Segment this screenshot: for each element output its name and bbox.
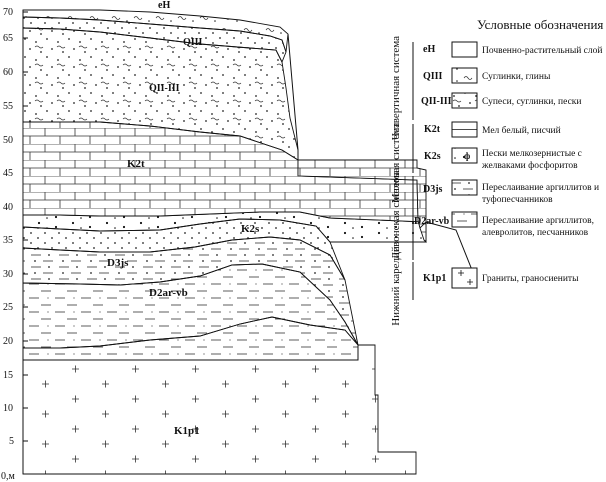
layer-label-eh: eH xyxy=(158,0,170,11)
legend-swatch-k2s xyxy=(451,147,478,164)
legend-swatch-eh xyxy=(451,41,478,58)
legend-text-d3js-line2: туфопесчанников xyxy=(482,194,553,205)
legend-group-lower-karelian: Нижний карелий xyxy=(390,246,402,326)
legend-swatch-d3js xyxy=(451,179,478,196)
k2t-right-block xyxy=(297,159,427,229)
legend-text-d2ar-vb-line2: алевролитов, песчанников xyxy=(482,228,589,238)
layer-k1p1 xyxy=(22,344,417,475)
legend-text-k2s-line2: желваками фосфоритов xyxy=(481,160,578,171)
layer-label-d3js: D3js xyxy=(107,257,129,269)
legend-swatch-qiii xyxy=(451,67,478,84)
legend-code-qiii: QIII xyxy=(423,71,443,82)
tick-label: 30 xyxy=(3,269,13,280)
legend-swatch-d2ar-vb xyxy=(451,211,478,228)
layer-label-k2t: K2t xyxy=(127,158,145,170)
tick-label: 45 xyxy=(3,168,13,179)
legend-code-k1p1: K1p1 xyxy=(423,273,446,284)
legend: Условные обозначения Четвертичная систем… xyxy=(390,17,603,326)
legend-text-k2s-line1: Пески мелкозернистые с xyxy=(482,149,582,159)
section-layers: eH QIII QII-III K2t K2s D3js D2ar-vb K1p… xyxy=(22,0,473,475)
tick-label: 60 xyxy=(3,67,13,78)
tick-label: 55 xyxy=(3,101,13,112)
legend-code-k2s: K2s xyxy=(424,151,441,162)
tick-label: 5 xyxy=(9,436,14,447)
legend-swatch-k1p1-crosses xyxy=(458,270,473,285)
tick-label: 20 xyxy=(3,336,13,347)
tick-label: 65 xyxy=(3,33,13,44)
tick-label: 10 xyxy=(3,403,13,414)
legend-group-quaternary: Четвертичная система xyxy=(390,36,402,140)
legend-group-devonian: Девонская система xyxy=(390,170,402,259)
tick-label: 70 xyxy=(3,7,13,18)
tick-label: 15 xyxy=(3,370,13,381)
phosphorite-icon: ф xyxy=(464,151,470,161)
legend-swatch-k1p1 xyxy=(451,267,478,289)
axis-origin-label: 0,м xyxy=(1,471,16,482)
layer-label-qii-iii: QII-III xyxy=(149,83,180,94)
legend-text-k1p1: Граниты, граносиениты xyxy=(482,274,579,284)
legend-text-d2ar-vb-line1: Переслаивание аргиллитов, xyxy=(482,216,594,226)
layer-label-k2s: K2s xyxy=(241,223,260,235)
layer-label-qiii: QIII xyxy=(183,37,203,48)
legend-code-k2t: K2t xyxy=(424,124,441,135)
legend-swatch-qii-iii xyxy=(451,92,478,109)
legend-text-k2t: Мел белый, писчий xyxy=(482,125,561,136)
legend-text-qiii: Суглинки, глины xyxy=(482,72,551,82)
legend-text-qii-iii: Супеси, суглинки, пески xyxy=(482,97,582,107)
legend-code-qii-iii: QII-III xyxy=(421,96,452,107)
legend-text-eh: Почвенно-растительный слой xyxy=(482,45,602,56)
tick-label: 50 xyxy=(3,135,13,146)
tick-label: 35 xyxy=(3,235,13,246)
legend-code-d2ar-vb: D2ar-vb xyxy=(414,216,450,227)
tick-label: 25 xyxy=(3,302,13,313)
layer-eh xyxy=(22,9,289,53)
legend-text-d3js-line1: Переслаивание аргиллитов и xyxy=(482,183,599,193)
layer-label-k1p1: K1p1 xyxy=(174,425,200,437)
legend-code-eh: eH xyxy=(423,44,435,55)
layer-label-d2ar-vb: D2ar-vb xyxy=(149,287,188,299)
legend-title: Условные обозначения xyxy=(477,17,603,32)
tick-label: 40 xyxy=(3,202,13,213)
legend-group-cretaceous: Меловая система xyxy=(390,123,402,203)
legend-code-d3js: D3js xyxy=(423,184,443,195)
